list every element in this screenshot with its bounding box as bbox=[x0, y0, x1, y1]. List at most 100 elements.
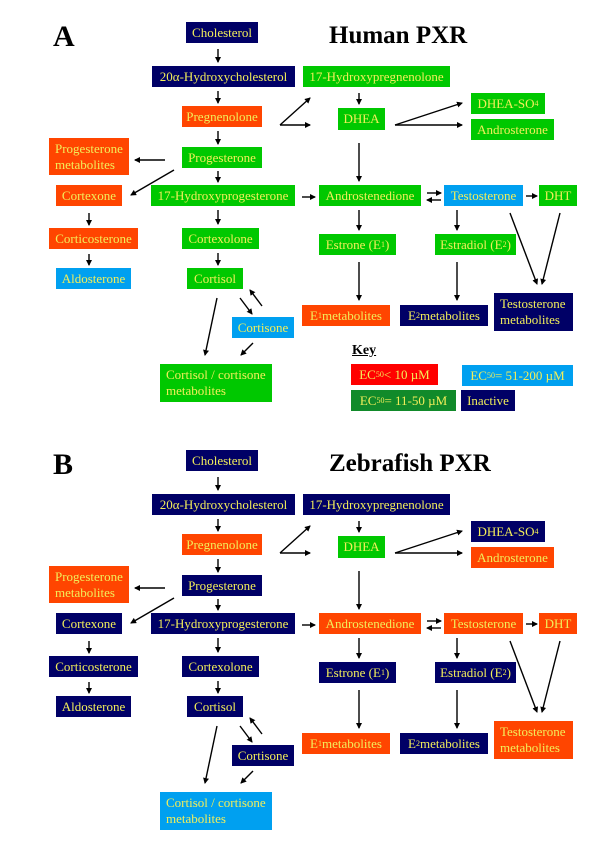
node-text: Androstenedione bbox=[325, 615, 415, 631]
node-text: Estrone (E bbox=[325, 664, 381, 680]
node-text: DHEA bbox=[343, 111, 380, 126]
node-cortisol-metabolites: Cortisol / cortisone metabolites bbox=[160, 364, 272, 402]
node-text-suffix: ) bbox=[506, 664, 511, 680]
node-dhea: DHEA bbox=[338, 536, 385, 558]
node-text: Cortisol / cortisone metabolites bbox=[166, 795, 266, 826]
node-testosterone-metabolites: Testosterone metabolites bbox=[494, 721, 573, 759]
panel-label: A bbox=[53, 20, 75, 53]
node-aldosterone: Aldosterone bbox=[56, 268, 131, 289]
node-text: Cortisol bbox=[194, 698, 236, 714]
node-text: Androstenedione bbox=[325, 187, 415, 203]
node-text: E bbox=[310, 735, 318, 751]
node-text-suffix: metabolites bbox=[322, 307, 382, 323]
node-androstenedione: Androstenedione bbox=[319, 613, 421, 634]
pathway-arrows bbox=[86, 477, 561, 784]
node-text: Inactive bbox=[467, 392, 509, 408]
node-progesterone-metabolites: Progesterone metabolites bbox=[49, 138, 129, 175]
arrow-cortisone-to-metabolites bbox=[240, 770, 254, 784]
node-cholesterol: Cholesterol bbox=[186, 22, 258, 43]
node-text: 17-Hydroxypregnenolone bbox=[309, 68, 444, 84]
arrow-cortisol-to-metabolites bbox=[203, 297, 218, 356]
node-cortisone: Cortisone bbox=[232, 745, 294, 766]
node-text-suffix: < 10 µM bbox=[383, 366, 430, 382]
node-hydroxyprogesterone: 17-Hydroxyprogesterone bbox=[151, 185, 295, 206]
node-text: E bbox=[310, 307, 318, 323]
node-text: DHT bbox=[544, 187, 572, 203]
node-androsterone: Androsterone bbox=[471, 547, 554, 568]
node-text: Progesterone metabolites bbox=[55, 140, 123, 172]
node-cortexone: Cortexone bbox=[56, 185, 122, 206]
node-progesterone: Progesterone bbox=[182, 575, 262, 596]
node-hydroxyprogesterone: 17-Hydroxyprogesterone bbox=[151, 613, 295, 634]
node-hydroxycholesterol: 20α-Hydroxycholesterol bbox=[152, 66, 295, 87]
node-text: DHEA-SO bbox=[477, 523, 535, 539]
arrow-pregnenolone-to-hydroxypregnenolone bbox=[279, 97, 311, 126]
node-text-suffix: metabolites bbox=[322, 735, 382, 751]
arrow-cortisol-to-metabolites bbox=[203, 725, 218, 784]
node-androsterone: Androsterone bbox=[471, 119, 554, 140]
node-text: 17-Hydroxypregnenolone bbox=[309, 496, 444, 512]
node-text-suffix: ) bbox=[506, 236, 511, 252]
node-cortexolone: Cortexolone bbox=[182, 228, 259, 249]
node-text: Cholesterol bbox=[192, 24, 252, 40]
node-text: DHT bbox=[544, 615, 572, 631]
node-text: EC bbox=[359, 366, 376, 382]
pathway-arrows bbox=[86, 49, 561, 356]
panel-label: B bbox=[53, 448, 74, 481]
arrow-cortisol-to-cortisone bbox=[239, 725, 253, 743]
node-cortisol: Cortisol bbox=[187, 696, 243, 717]
node-text: Cortexolone bbox=[188, 230, 253, 246]
key-item-k4: Inactive bbox=[461, 390, 515, 411]
arrow-cortisone-to-cortisol bbox=[249, 289, 263, 307]
node-hydroxypregnenolone: 17-Hydroxypregnenolone bbox=[303, 66, 450, 87]
arrow-cortisone-to-metabolites bbox=[240, 342, 254, 356]
node-text: E bbox=[408, 735, 416, 751]
node-text: Cortisol / cortisone metabolites bbox=[166, 367, 266, 398]
node-text-suffix: metabolites bbox=[420, 735, 480, 751]
node-text: Cortexone bbox=[61, 187, 117, 203]
node-cortisol: Cortisol bbox=[187, 268, 243, 289]
node-aldosterone: Aldosterone bbox=[56, 696, 131, 717]
arrow-dht-to-testosterone-metabolites bbox=[540, 212, 561, 285]
node-text: Corticosterone bbox=[55, 658, 132, 674]
node-cortisone: Cortisone bbox=[232, 317, 294, 338]
node-text: Estrone (E bbox=[325, 236, 381, 252]
node-cholesterol: Cholesterol bbox=[186, 450, 258, 471]
node-text: Testosterone bbox=[450, 615, 517, 631]
node-text: EC bbox=[470, 367, 487, 383]
node-text: Cortexolone bbox=[188, 658, 253, 674]
node-cortisol-metabolites: Cortisol / cortisone metabolites bbox=[160, 792, 272, 830]
arrow-dhea-to-dhea-so4 bbox=[394, 101, 463, 126]
key-title: Key bbox=[352, 343, 377, 358]
node-text: Androsterone bbox=[477, 121, 548, 137]
node-text: Pregnenolone bbox=[186, 536, 258, 552]
node-progesterone-metabolites: Progesterone metabolites bbox=[49, 566, 129, 603]
node-cortexone: Cortexone bbox=[56, 613, 122, 634]
node-text: Cortisol bbox=[194, 270, 236, 286]
node-pregnenolone: Pregnenolone bbox=[182, 534, 262, 555]
node-testosterone-metabolites: Testosterone metabolites bbox=[494, 293, 573, 331]
node-text-suffix: = 11-50 µM bbox=[384, 392, 448, 408]
panel-title: Zebrafish PXR bbox=[329, 450, 491, 477]
node-text: Corticosterone bbox=[55, 230, 132, 246]
node-text: Testosterone metabolites bbox=[500, 296, 566, 327]
node-text: Testosterone bbox=[450, 187, 517, 203]
node-dht: DHT bbox=[539, 613, 577, 634]
node-text: E bbox=[408, 307, 416, 323]
node-text: Androsterone bbox=[477, 549, 548, 565]
node-text: Testosterone metabolites bbox=[500, 724, 566, 755]
node-text: EC bbox=[359, 392, 377, 408]
node-text-suffix: ) bbox=[384, 236, 390, 252]
node-pregnenolone: Pregnenolone bbox=[182, 106, 262, 127]
node-androstenedione: Androstenedione bbox=[319, 185, 421, 206]
node-text: Cortisone bbox=[237, 319, 289, 335]
arrow-cortisol-to-cortisone bbox=[239, 297, 253, 315]
